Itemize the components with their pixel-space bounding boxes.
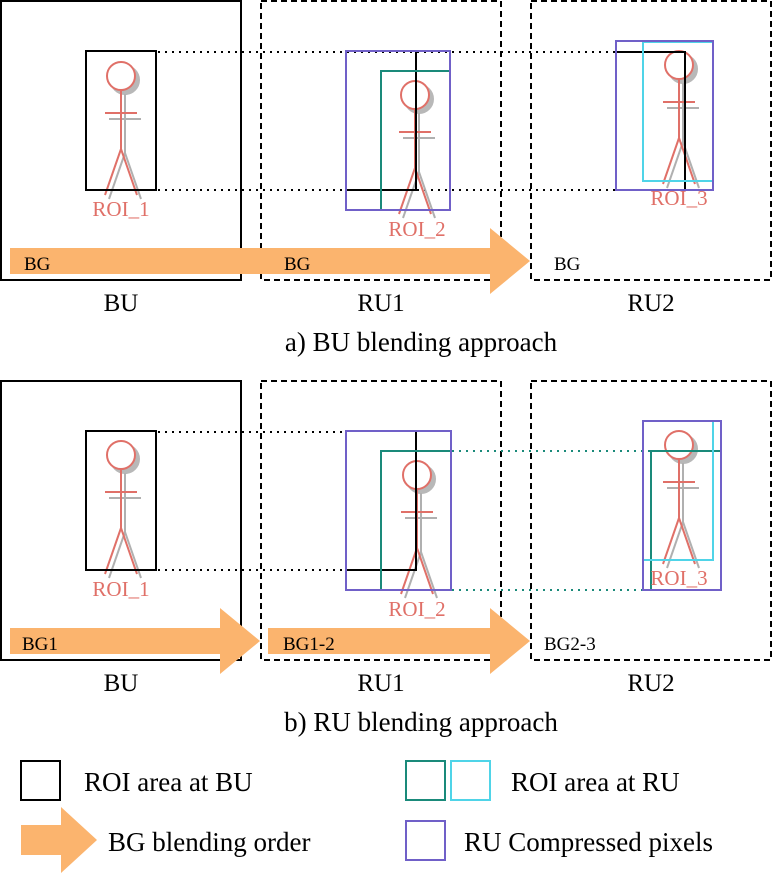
bg-label-b3: BG2-3	[544, 634, 596, 655]
legend-ru-pixels-swatch	[405, 820, 446, 861]
legend-roi-ru-green-swatch	[405, 760, 446, 801]
caption-b: b) RU blending approach	[284, 707, 558, 737]
ru-pixels-box-a1	[345, 50, 451, 211]
bu-frame-a	[0, 0, 242, 281]
roi-label-a1: ROI_1	[92, 197, 149, 221]
legend-arrow-swatch	[21, 807, 97, 873]
unit-label-a-ru2: RU2	[627, 290, 674, 317]
ru1-frame-a	[260, 0, 502, 281]
legend-roi-ru-label: ROI area at RU	[511, 767, 680, 797]
legend: ROI area at BU ROI area at RU BG blendin…	[20, 760, 713, 873]
roi-label-a2: ROI_2	[388, 217, 445, 241]
bg-label-a1: BG	[24, 254, 51, 275]
legend-roi-ru-cyan-swatch	[450, 760, 491, 801]
ru2-frame-a	[530, 0, 772, 281]
ru-pixels-box-b1	[345, 430, 452, 591]
bg-label-a3: BG	[554, 254, 581, 275]
bu-frame-b	[0, 380, 242, 661]
legend-roi-bu-label: ROI area at BU	[84, 767, 253, 797]
roi-bu-box-b	[85, 430, 157, 571]
unit-label-b-bu: BU	[104, 670, 139, 697]
roi-bu-bracket-a2	[615, 51, 686, 190]
legend-blend-order-label: BG blending order	[108, 827, 310, 857]
roi-label-b1: ROI_1	[92, 577, 149, 601]
legend-roi-bu-swatch	[20, 760, 61, 801]
unit-label-a-ru1: RU1	[357, 290, 404, 317]
ru-pixels-box-b2	[642, 420, 722, 591]
roi-bu-bracket-b	[346, 432, 417, 571]
roi-label-b3: ROI_3	[650, 566, 707, 590]
ru1-frame-b	[260, 380, 502, 661]
bg-blending-arrow-a	[10, 228, 530, 294]
unit-label-b-ru1: RU1	[357, 670, 404, 697]
unit-label-a-bu: BU	[104, 290, 139, 317]
panel-a: ROI_1 ROI_2 ROI_3 BG BG BG BU RU1 RU2 a)…	[0, 0, 772, 357]
bg-label-b1: BG1	[22, 634, 58, 655]
bg-blending-arrow-b2	[268, 608, 530, 674]
ru-pixels-box-a2	[615, 40, 714, 191]
bg-label-a2: BG	[284, 254, 311, 275]
legend-ru-pixels-label: RU Compressed pixels	[464, 827, 713, 857]
unit-label-b-ru2: RU2	[627, 670, 674, 697]
roi-label-a3: ROI_3	[650, 186, 707, 210]
bg-label-b2: BG1-2	[283, 634, 335, 655]
roi-label-b2: ROI_2	[388, 597, 445, 621]
ru2-frame-b	[530, 380, 772, 661]
roi-bu-box-a	[85, 50, 157, 191]
caption-a: a) BU blending approach	[285, 327, 558, 357]
panel-b: ROI_1 ROI_2 ROI_3 BG1 BG1-2 BG2-3 BU RU1…	[0, 380, 772, 737]
roi-bu-bracket-a	[346, 52, 417, 191]
bg-blending-arrow-b1	[10, 608, 260, 674]
